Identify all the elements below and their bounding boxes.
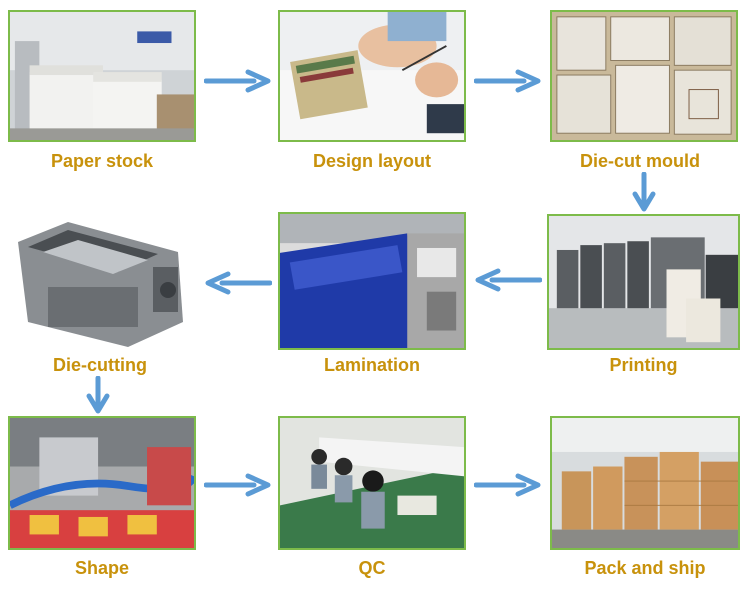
step-label-shape: Shape bbox=[74, 558, 130, 578]
photo-lamination bbox=[278, 212, 466, 350]
arrow-right-icon bbox=[204, 69, 271, 93]
step-label-design-layout: Design layout bbox=[312, 151, 432, 171]
step-label-pack-and-ship: Pack and ship bbox=[584, 558, 706, 578]
arrow-left-icon bbox=[205, 271, 272, 295]
photo-shape bbox=[8, 416, 196, 550]
photo-qc bbox=[278, 416, 466, 550]
step-label-paper-stock: Paper stock bbox=[50, 151, 154, 171]
photo-die-cut-mould bbox=[550, 10, 738, 142]
photo-pack-and-ship bbox=[550, 416, 740, 550]
arrow-down-icon bbox=[632, 172, 656, 212]
arrow-left-icon bbox=[475, 268, 542, 292]
arrow-right-icon bbox=[474, 473, 541, 497]
photo-die-cutting bbox=[8, 212, 196, 350]
step-label-lamination: Lamination bbox=[323, 355, 420, 375]
photo-paper-stock bbox=[8, 10, 196, 142]
arrow-right-icon bbox=[204, 473, 271, 497]
step-label-printing: Printing bbox=[609, 355, 678, 375]
step-label-qc: QC bbox=[358, 558, 386, 578]
photo-printing bbox=[547, 214, 740, 350]
arrow-down-icon bbox=[86, 376, 110, 414]
photo-design-layout bbox=[278, 10, 466, 142]
arrow-right-icon bbox=[474, 69, 541, 93]
step-label-die-cut-mould: Die-cut mould bbox=[580, 151, 700, 171]
step-label-die-cutting: Die-cutting bbox=[53, 355, 147, 375]
